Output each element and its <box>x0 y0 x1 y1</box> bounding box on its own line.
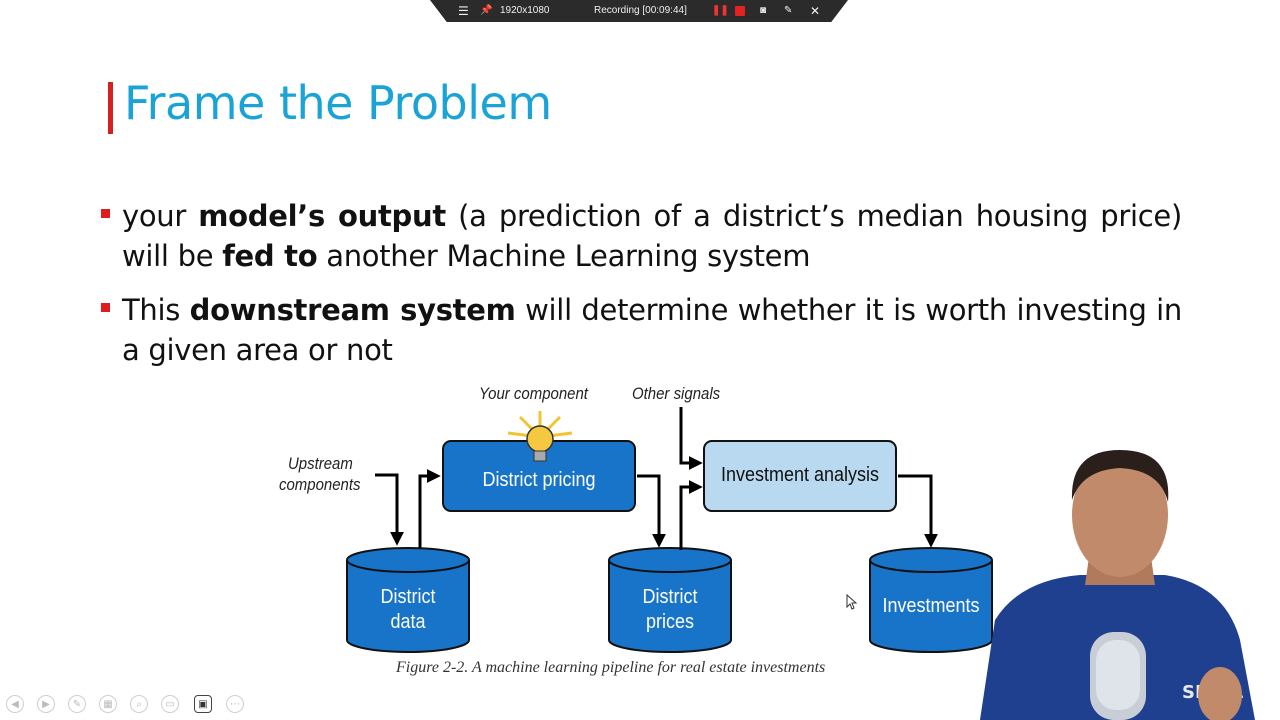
presenter-webcam: SPALL <box>980 450 1255 720</box>
more-options-icon[interactable]: ⋯ <box>226 695 244 713</box>
figure-caption: Figure 2-2. A machine learning pipeline … <box>396 659 826 676</box>
district-data-db <box>346 547 470 653</box>
district-prices-label-1: District <box>642 586 698 608</box>
bullet-marker <box>101 209 110 218</box>
label-your-component: Your component <box>479 384 588 403</box>
zoom-icon[interactable]: ⌕ <box>130 695 148 713</box>
recording-toolbar: ☰ 📌 1920x1080 Recording [00:09:44] ❚❚ ◙ … <box>430 0 848 22</box>
investment-analysis-label: Investment analysis <box>720 464 880 486</box>
bullet-2: This downstream system will determine wh… <box>122 293 1183 367</box>
stop-icon[interactable] <box>735 6 745 16</box>
menu-icon[interactable]: ☰ <box>458 4 469 18</box>
pipeline-figure: Your component Other signals Upstream co… <box>270 375 1000 665</box>
pause-icon[interactable]: ❚❚ <box>712 5 729 16</box>
bullet-1: your model’s output (a prediction of a d… <box>122 199 1182 273</box>
label-other-signals: Other signals <box>632 384 721 403</box>
pen-tool-icon[interactable]: ✎ <box>68 695 86 713</box>
investments-db <box>869 547 993 653</box>
pipeline-diagram <box>346 407 993 653</box>
label-components: components <box>279 475 361 494</box>
investments-label: Investments <box>882 595 980 617</box>
recording-resolution[interactable]: 1920x1080 <box>500 5 550 16</box>
investment-analysis-box <box>703 440 897 512</box>
district-data-label-1: District <box>380 586 436 608</box>
slide-title: Frame the Problem <box>124 76 552 130</box>
recording-status: Recording [00:09:44] <box>594 5 687 16</box>
pen-icon[interactable]: ✎ <box>784 5 793 16</box>
district-data-label-2: data <box>390 611 426 633</box>
mouse-cursor-icon <box>846 594 858 610</box>
district-prices-label-2: prices <box>645 611 695 633</box>
label-upstream: Upstream <box>288 454 353 473</box>
district-pricing-label: District pricing <box>482 469 596 491</box>
bullet-marker <box>101 303 110 312</box>
previous-slide-icon[interactable]: ◀ <box>6 695 24 713</box>
grid-icon[interactable]: ▦ <box>99 695 117 713</box>
subtitles-icon[interactable]: ▭ <box>161 695 179 713</box>
camera-icon[interactable]: ◙ <box>760 5 767 16</box>
district-prices-db <box>608 547 732 653</box>
next-slide-icon[interactable]: ▶ <box>37 695 55 713</box>
pin-icon[interactable]: 📌 <box>480 5 493 16</box>
video-icon[interactable]: ▣ <box>194 695 212 713</box>
close-icon[interactable]: ✕ <box>810 4 821 18</box>
title-accent-bar <box>108 82 113 134</box>
